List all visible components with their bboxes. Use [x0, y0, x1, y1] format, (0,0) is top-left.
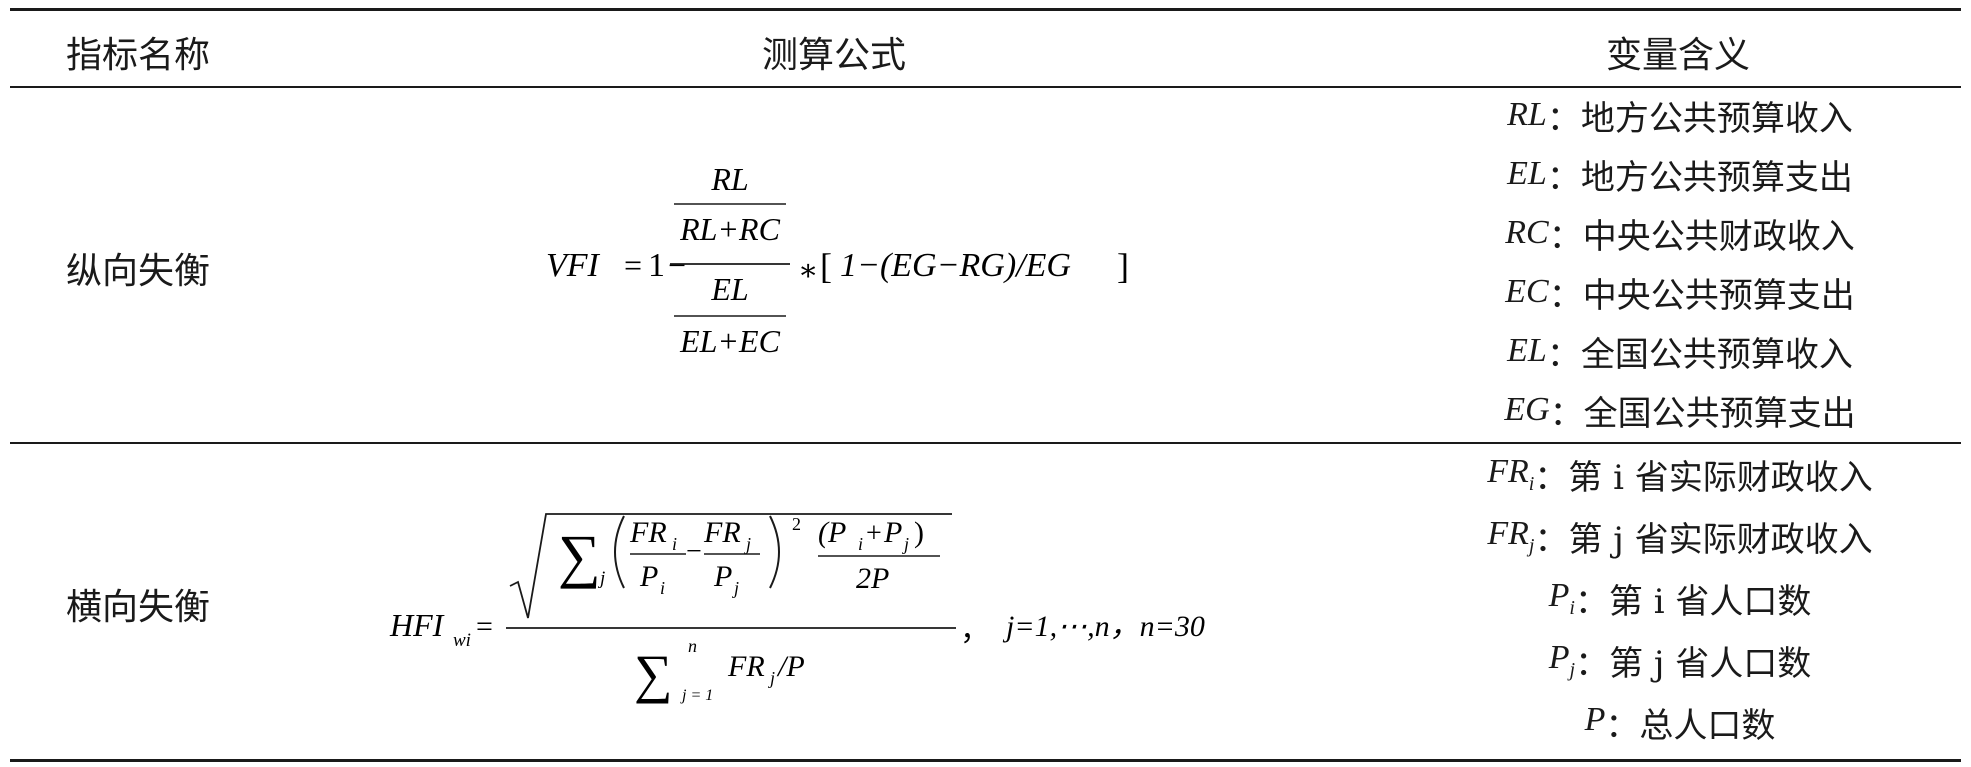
variable-row: RC ：中央公共财政收入 [1400, 204, 1960, 262]
population-sum-j: j [902, 534, 909, 554]
header-bottom-rule [10, 86, 1961, 88]
vfi-minus: − [668, 247, 686, 283]
sum-index: j [597, 568, 605, 589]
variable-row: EL ：全国公共预算收入 [1400, 322, 1960, 380]
population-frac-den: 2P [856, 562, 889, 595]
population-sum-open: (P [818, 516, 846, 549]
table-bottom-rule [10, 759, 1961, 762]
variable-description: ：总人口数 [1605, 705, 1776, 746]
vfi-lhs: VFI [546, 247, 601, 284]
vfi-den-den: EL+EC [679, 323, 780, 359]
den-over-p: /P [776, 650, 805, 683]
variable-row: EC ：中央公共预算支出 [1400, 263, 1960, 321]
variable-row: P ：总人口数 [1400, 692, 1960, 752]
vfi-num-den: RL+RC [679, 211, 780, 247]
header-formula: 测算公式 [762, 35, 907, 76]
den-fr: FR [727, 650, 765, 683]
population-sum-i: i [858, 534, 863, 554]
square-exponent: 2 [792, 514, 801, 534]
variable-row: FRi ：第 i 省实际财政收入 [1400, 444, 1960, 504]
den-fr-sub: j [768, 668, 775, 688]
vfi-num-num: RL [710, 161, 748, 197]
left-paren [614, 515, 625, 589]
sqrt-radical [509, 513, 952, 619]
variable-symbol: Pi [1548, 576, 1575, 619]
frac-frj-num-sub: j [744, 534, 751, 554]
variable-symbol: EL [1507, 155, 1547, 192]
variable-description: ：中央公共财政收入 [1548, 216, 1855, 257]
variable-description: ：第 j 省人口数 [1575, 643, 1812, 684]
vfi-bracket-close: ] [1117, 246, 1129, 286]
variable-row: RL ：地方公共预算收入 [1400, 86, 1960, 144]
hfi-comma: ， [960, 614, 990, 647]
frac-fri-den: P [639, 560, 658, 593]
variable-symbol: P [1584, 700, 1606, 738]
variable-symbol: Pj [1548, 638, 1576, 681]
vfi-equals: = [624, 247, 642, 283]
frac-frj-den-sub: j [732, 578, 739, 598]
den-sum-lower: j = 1 [680, 687, 713, 704]
frac-frj-den: P [713, 560, 732, 593]
frac-fri-num: FR [629, 516, 667, 549]
variable-symbol: EC [1505, 273, 1549, 310]
hfi-lhs: HFI [389, 607, 445, 643]
variable-row: FRj ：第 j 省实际财政收入 [1400, 506, 1960, 566]
frac-frj-num: FR [703, 516, 741, 549]
vfi-den-num: EL [710, 271, 748, 307]
vfi-formula: VFI = 1 − RL RL+RC EL EL+EC ∗ [ 1−(EG−RG… [546, 161, 1129, 359]
variable-description: ：全国公共预算支出 [1549, 393, 1856, 434]
variable-description: ：中央公共预算支出 [1548, 275, 1855, 316]
variable-row: EG ：全国公共预算支出 [1400, 381, 1960, 439]
header-indicator-name: 指标名称 [66, 35, 211, 76]
right-paren [769, 515, 780, 589]
sum-symbol: ∑ [558, 523, 601, 589]
population-pj: P [883, 516, 902, 549]
hfi-formula: HFI wi = ∑ j FR i P i − FR j P j 2 (P i … [389, 513, 1205, 704]
vfi-multiply: ∗ [798, 254, 818, 287]
vfi-one: 1 [648, 247, 665, 284]
population-sum-close: ) [914, 516, 924, 549]
row-name-horizontal-imbalance: 横向失衡 [66, 587, 211, 628]
variable-description: ：第 i 省人口数 [1574, 581, 1812, 622]
frac-minus: − [686, 536, 702, 567]
hfi-equals: = [476, 610, 493, 643]
variable-description: ：第 i 省实际财政收入 [1534, 457, 1873, 498]
row-divider-rule [10, 442, 1961, 444]
frac-fri-den-sub: i [660, 578, 665, 598]
variable-row: EL ：地方公共预算支出 [1400, 145, 1960, 203]
variable-symbol: RL [1507, 96, 1547, 133]
variable-symbol: EL [1507, 332, 1547, 369]
variable-symbol: FRi [1487, 452, 1535, 495]
variable-symbol: RC [1505, 214, 1549, 251]
frac-fri-num-sub: i [672, 534, 677, 554]
population-plus: + [866, 518, 882, 549]
den-sum-symbol: ∑ [634, 644, 673, 704]
variable-symbol: FRj [1487, 514, 1535, 557]
variable-row: Pj ：第 j 省人口数 [1400, 630, 1960, 690]
variable-symbol: EG [1504, 391, 1550, 428]
row-name-vertical-imbalance: 纵向失衡 [66, 251, 211, 292]
variable-row: Pi ：第 i 省人口数 [1400, 568, 1960, 628]
table-top-rule [10, 8, 1961, 11]
hfi-condition: j=1,⋯,n，n=30 [1002, 610, 1205, 643]
vfi-bracket-body: 1−(EG−RG)/EG [840, 247, 1071, 284]
hfi-lhs-subscript: wi [453, 630, 471, 651]
variable-description: ：地方公共预算支出 [1546, 157, 1853, 198]
variable-description: ：第 j 省实际财政收入 [1534, 519, 1873, 560]
header-variable-meaning: 变量含义 [1606, 35, 1751, 76]
den-sum-upper: n [688, 636, 697, 656]
variable-description: ：地方公共预算收入 [1546, 98, 1853, 139]
vfi-bracket-open: [ [820, 246, 832, 286]
variable-description: ：全国公共预算收入 [1546, 334, 1853, 375]
